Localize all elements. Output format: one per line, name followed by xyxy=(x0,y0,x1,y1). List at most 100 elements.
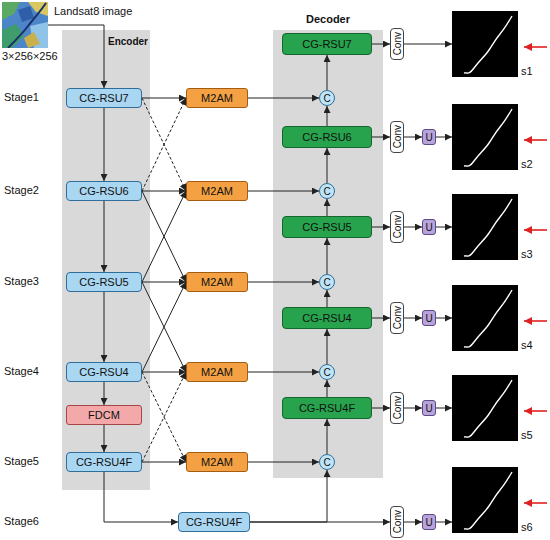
encoder-panel: EncoderCG-RSU7CG-RSU6CG-RSU5CG-RSU4FDCM C… xyxy=(62,30,150,490)
node-label: M2AM xyxy=(201,366,233,378)
conv-box: Conv xyxy=(390,121,404,153)
node-label: M2AM xyxy=(201,276,233,288)
input-image: Landsat8 image3×256×256 xyxy=(2,2,48,48)
node-caption: s4 xyxy=(521,339,533,351)
concat-circle: C xyxy=(319,274,335,290)
node-label: C xyxy=(323,277,330,288)
stage-label: Stage2 xyxy=(4,184,39,196)
connector-arrow xyxy=(404,318,422,319)
attention-module: M2AM xyxy=(186,362,248,382)
node-label: Conv xyxy=(392,510,403,533)
connector-arrow xyxy=(436,318,452,319)
node-label: M2AM xyxy=(201,92,233,104)
red-arrow xyxy=(524,46,547,48)
stage-label: Stage4 xyxy=(4,365,39,377)
decoder-block: CG-RSU7 xyxy=(282,33,372,55)
connector-arrow xyxy=(404,522,422,523)
connector-arrow xyxy=(436,522,452,523)
attention-module: M2AM xyxy=(186,88,248,108)
node-label: C xyxy=(323,367,330,378)
stage-label: Stage3 xyxy=(4,275,39,287)
node-label: CG-RSU6 xyxy=(302,131,352,143)
node-caption: s1 xyxy=(521,65,533,77)
conv-box: Conv xyxy=(390,506,404,538)
encoder-block: CG-RSU6 xyxy=(66,181,142,201)
upsample-box: U xyxy=(422,400,436,416)
decoder-block: CG-RSU4 xyxy=(282,307,372,329)
upsample-box: U xyxy=(422,219,436,235)
attention-module: M2AM xyxy=(186,181,248,201)
node-caption: Encoder xyxy=(108,36,148,47)
connector-arrow xyxy=(250,522,390,523)
node-label: Conv xyxy=(392,396,403,419)
node-label: CG-RSU7 xyxy=(302,38,352,50)
conv-box: Conv xyxy=(390,302,404,334)
stage-label: Stage1 xyxy=(4,91,39,103)
upsample-box: U xyxy=(422,129,436,145)
decoder-block: CG-RSU6 xyxy=(282,126,372,148)
connector-arrow xyxy=(404,44,452,45)
node-label: CG-RSU4F xyxy=(299,402,355,414)
node-label: CG-RSU7 xyxy=(79,92,129,104)
decoder-panel: DecoderCG-RSU7CCG-RSU6CCG-RSU5CCG-RSU4CC… xyxy=(273,30,383,478)
output-map: s5 xyxy=(452,375,518,441)
conv-box: Conv xyxy=(390,28,404,60)
output-map: s4 xyxy=(452,285,518,351)
node-label: U xyxy=(425,132,432,143)
bridge-block: CG-RSU4F xyxy=(178,512,250,532)
upsample-box: U xyxy=(422,514,436,530)
node-label: M2AM xyxy=(201,456,233,468)
node-label: U xyxy=(425,313,432,324)
attention-module: M2AM xyxy=(186,452,248,472)
node-label: C xyxy=(323,186,330,197)
attention-module: M2AM xyxy=(186,272,248,292)
fdcm-block: FDCM xyxy=(66,405,142,425)
connector-arrow xyxy=(436,408,452,409)
node-label: U xyxy=(425,222,432,233)
node-label: CG-RSU4F xyxy=(186,516,242,528)
stage-label: Stage6 xyxy=(4,515,39,527)
red-arrow xyxy=(524,229,547,231)
node-label: CG-RSU4F xyxy=(76,456,132,468)
satellite-image xyxy=(2,2,48,48)
node-label: Conv xyxy=(392,215,403,238)
concat-circle: C xyxy=(319,454,335,470)
node-label: Conv xyxy=(392,125,403,148)
stage-label: Stage5 xyxy=(4,455,39,467)
encoder-block: CG-RSU4F xyxy=(66,452,142,472)
node-label: FDCM xyxy=(88,409,120,421)
encoder-block: CG-RSU7 xyxy=(66,88,142,108)
node-caption: 3×256×256 xyxy=(2,50,58,62)
node-label: CG-RSU4 xyxy=(302,312,352,324)
node-label: M2AM xyxy=(201,185,233,197)
concat-circle: C xyxy=(319,364,335,380)
output-map: s6 xyxy=(452,467,518,533)
node-label: CG-RSU6 xyxy=(79,185,129,197)
node-label: CG-RSU5 xyxy=(302,221,352,233)
node-label: C xyxy=(323,93,330,104)
connector-arrow xyxy=(436,227,452,228)
node-label: Conv xyxy=(392,306,403,329)
node-caption: Decoder xyxy=(273,13,383,25)
node-caption: s6 xyxy=(521,521,533,533)
output-map: s2 xyxy=(452,104,518,170)
connector-arrow xyxy=(404,227,422,228)
connector-arrow xyxy=(436,137,452,138)
connector-arrow xyxy=(404,408,422,409)
output-map: s1 xyxy=(452,11,518,77)
node-caption: Landsat8 image xyxy=(54,5,132,17)
connector-arrow xyxy=(404,137,422,138)
upsample-box: U xyxy=(422,310,436,326)
node-caption: s3 xyxy=(521,248,533,260)
node-label: CG-RSU4 xyxy=(79,366,129,378)
node-label: CG-RSU5 xyxy=(79,276,129,288)
decoder-block: CG-RSU4F xyxy=(282,397,372,419)
encoder-block: CG-RSU5 xyxy=(66,272,142,292)
encoder-block: CG-RSU4 xyxy=(66,362,142,382)
node-label: Conv xyxy=(392,32,403,55)
output-map: s3 xyxy=(452,194,518,260)
concat-circle: C xyxy=(319,90,335,106)
node-label: U xyxy=(425,403,432,414)
node-caption: s5 xyxy=(521,429,533,441)
red-arrow xyxy=(524,410,547,412)
